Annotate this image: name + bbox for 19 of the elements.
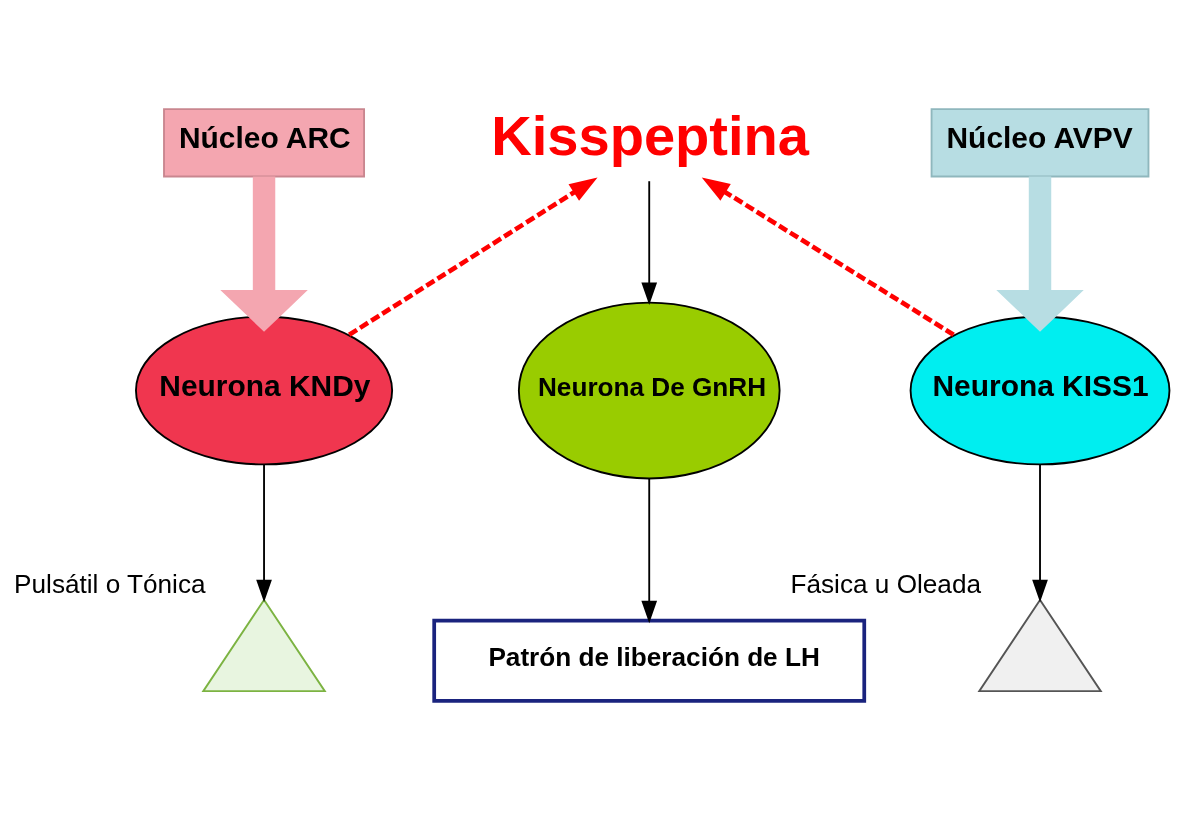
arrow: [348, 177, 598, 337]
node-label: Fásica u Oleada: [790, 568, 981, 599]
arrow: [996, 176, 1084, 332]
node-ellipse: Neurona KISS1: [909, 315, 1171, 466]
node-box: Patrón de liberación de LH: [432, 618, 867, 703]
arrow: [1032, 463, 1048, 603]
node-label: Pulsátil o Tónica: [14, 568, 206, 599]
node-picture: [201, 598, 327, 693]
arrow: [256, 463, 272, 603]
node-text: Kisspeptina: [491, 103, 810, 167]
arrow: [641, 478, 658, 624]
node-picture: [977, 598, 1103, 693]
node-box: Núcleo AVPV: [930, 108, 1150, 178]
node-ellipse: Neurona De GnRH: [517, 301, 781, 480]
arrow: [641, 180, 658, 306]
node-ellipse: Neurona KNDy: [135, 315, 394, 466]
arrow: [220, 176, 308, 332]
node-box: Núcleo ARC: [163, 108, 365, 178]
arrow: [701, 177, 955, 337]
